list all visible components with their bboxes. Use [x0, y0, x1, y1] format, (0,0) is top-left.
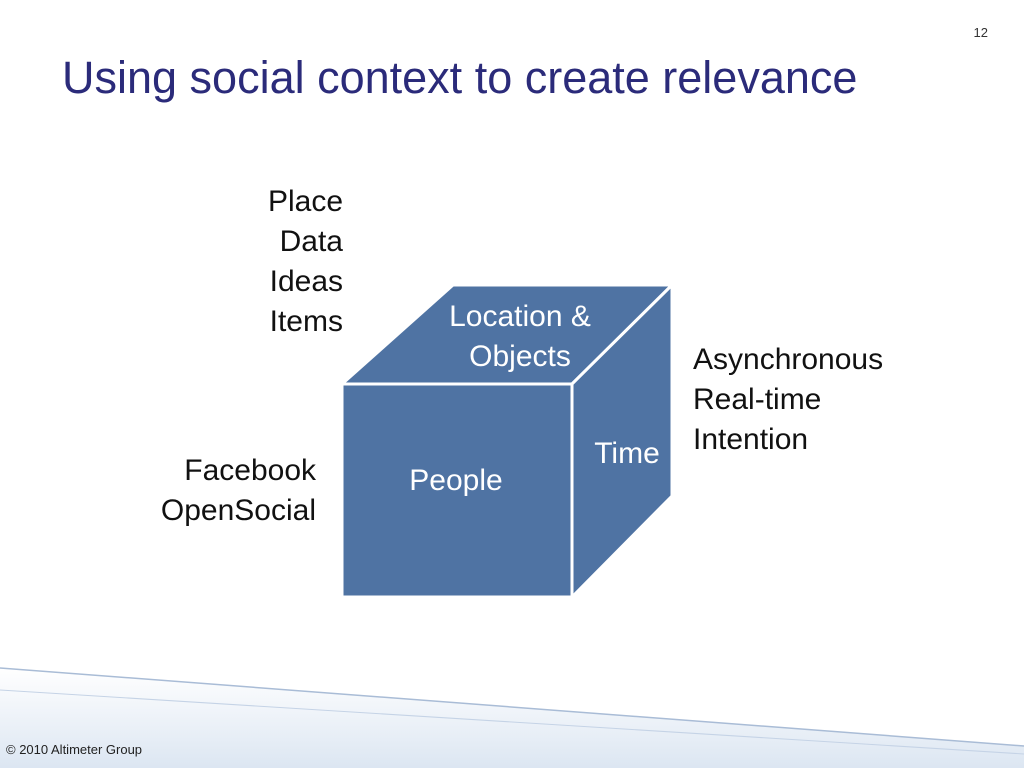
cube-front-face: [340, 382, 574, 599]
footer-line-lower: [0, 689, 1024, 755]
time-examples-list: Asynchronous Real-time Intention: [693, 340, 883, 460]
copyright-notice: © 2010 Altimeter Group: [6, 742, 143, 757]
footer-line-upper: [0, 667, 1024, 747]
slide-title: Using social context to create relevance: [62, 52, 858, 103]
people-examples-list: Facebook OpenSocial: [120, 451, 316, 531]
cube-front-face-label: People: [409, 464, 503, 497]
footer-band: [0, 668, 1024, 768]
label-data: Data: [279, 225, 343, 258]
label-real-time: Real-time: [693, 383, 822, 416]
top-face-line-2: Objects: [469, 340, 571, 373]
footer-swoosh: [0, 667, 1024, 768]
label-asynchronous: Asynchronous: [693, 343, 884, 376]
cube-side-face-label: Time: [594, 437, 660, 470]
location-examples-list: Place Data Ideas Items: [200, 182, 343, 342]
label-opensocial: OpenSocial: [160, 494, 316, 527]
label-ideas: Ideas: [269, 265, 343, 298]
top-face-line-1: Location &: [449, 300, 591, 333]
label-facebook: Facebook: [184, 454, 316, 487]
label-place: Place: [267, 185, 343, 218]
slide-number: 12: [973, 25, 988, 40]
label-intention: Intention: [693, 423, 809, 456]
cube-top-face-label: Location & Objects: [420, 297, 620, 377]
label-items: Items: [269, 305, 343, 338]
